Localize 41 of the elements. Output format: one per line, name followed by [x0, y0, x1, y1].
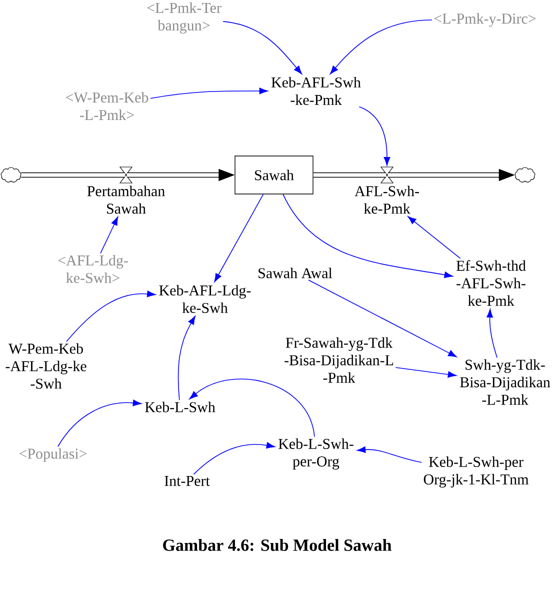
arrow [150, 88, 268, 99]
variable-label: <L-Pmk-Ter bangun> [147, 2, 222, 34]
arrow [486, 308, 498, 358]
arrow [193, 442, 276, 475]
cloud-icon [0, 167, 22, 182]
variable-label: <Populasi> [19, 448, 87, 462]
arrow [66, 290, 156, 342]
variable-label: Keb-L-Swh- per-Org [278, 438, 354, 470]
variable-label: Swh-yg-Tdk- Bisa-Dijadikan -L-Pmk [460, 359, 550, 405]
arrow [308, 280, 457, 358]
arrow [178, 316, 196, 400]
variable-label: Ef-Swh-thd -AFL-Swh- ke-Pmk [456, 260, 526, 306]
caption: Gambar 4.6: Sub Model Sawah [163, 538, 392, 551]
variable-label: <L-Pmk-y-Dirc> [434, 13, 536, 27]
arrow [214, 194, 264, 282]
variable-label: <AFL-Ldg- ke-Swh> [58, 254, 128, 284]
cloud-icon [514, 167, 536, 182]
flow-pipe [313, 172, 386, 178]
flow-label: AFL-Swh- ke-Pmk [354, 186, 419, 214]
arrow [395, 367, 457, 378]
arrow [358, 106, 390, 166]
arrow [356, 446, 422, 463]
arrow [282, 194, 453, 278]
variable-label: Int-Pert [164, 476, 210, 486]
variable-label: Fr-Sawah-yg-Tdk -Bisa-Dijadikan-L -Pmk [284, 337, 394, 383]
variable-label: <W-Pem-Keb -L-Pmk> [66, 92, 148, 120]
variable-label: W-Pem-Keb -AFL-Ldg-ke -Swh [6, 343, 86, 389]
flow-pipe [21, 172, 125, 178]
variable-label: Sawah Awal [258, 268, 332, 278]
arrow [408, 216, 461, 259]
arrow [189, 378, 315, 438]
arrow [100, 216, 118, 254]
flow-label: Pertambahan Sawah [87, 186, 165, 214]
variable-label: Keb-AFL-Ldg- ke-Swh [159, 284, 251, 314]
arrow [58, 400, 142, 447]
arrow [330, 20, 432, 74]
variable-label: Keb-L-Swh [145, 402, 216, 412]
arrow [222, 21, 302, 74]
stock-box: Sawah [234, 156, 314, 194]
variable-label: Keb-AFL-Swh -ke-Pmk [271, 76, 361, 106]
variable-label: Keb-L-Swh-per Org-jk-1-Kl-Tnm [424, 456, 529, 488]
